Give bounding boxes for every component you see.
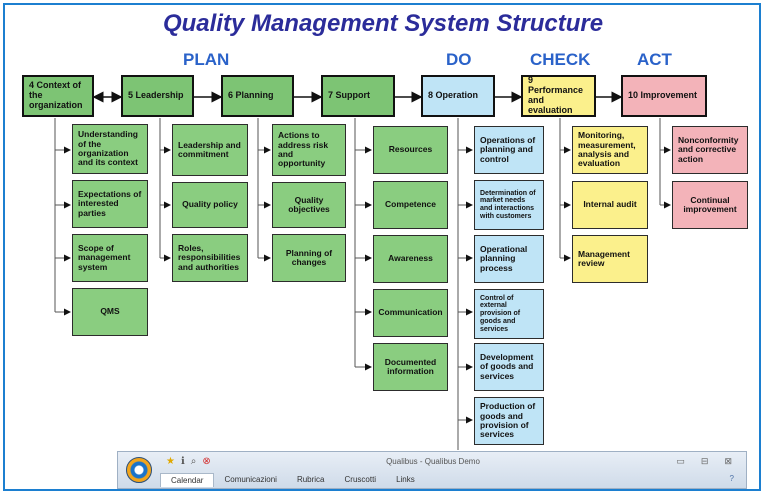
tab-rubrica[interactable]: Rubrica (296, 475, 325, 484)
ribbon-tabs: Calendar Comunicazioni Rubrica Cruscotti… (160, 473, 425, 487)
box-nonconformity: Nonconformity and corrective action (672, 126, 748, 174)
box-competence: Competence (373, 181, 448, 229)
box-context-expectations: Expectations of interested parties (72, 180, 148, 228)
box-resources: Resources (373, 126, 448, 174)
box-production: Production of goods and provision of ser… (474, 397, 544, 445)
box-improvement: 10 Improvement (621, 75, 707, 117)
close-button[interactable]: ⊠ (724, 456, 732, 466)
tab-links[interactable]: Links (396, 475, 415, 484)
maximize-button[interactable]: ⊟ (700, 456, 709, 466)
box-management-review: Management review (572, 235, 648, 283)
window-title: Qualibus - Qualibus Demo (386, 457, 480, 466)
box-external-provision: Control of external provision of goods a… (474, 289, 544, 339)
box-leadership: 5 Leadership (121, 75, 194, 117)
diagram-title: Quality Management System Structure (162, 10, 604, 37)
quick-access-toolbar: ★ ℹ ⌕ ⊗ (166, 456, 211, 467)
box-internal-audit: Internal audit (572, 181, 648, 229)
box-context: 4 Context of the organization (22, 75, 94, 117)
box-support: 7 Support (321, 75, 395, 117)
box-continual-improvement: Continual improvement (672, 181, 748, 229)
close-circle-icon[interactable]: ⊗ (202, 456, 211, 467)
minimize-button[interactable]: ▭ (676, 456, 685, 466)
box-quality-policy: Quality policy (172, 182, 248, 228)
box-context-scope: Scope of management system (72, 234, 148, 282)
window-controls: ▭ ⊟ ⊠ (676, 456, 732, 467)
app-window-bar: ★ ℹ ⌕ ⊗ Qualibus - Qualibus Demo ▭ ⊟ ⊠ C… (117, 451, 747, 489)
app-orb-icon[interactable] (126, 457, 152, 483)
info-icon[interactable]: ℹ (180, 456, 185, 467)
box-operation: 8 Operation (421, 75, 495, 117)
box-quality-objectives: Quality objectives (272, 182, 346, 228)
box-roles: Roles, responsibilities and authorities (172, 234, 248, 282)
box-monitoring: Monitoring, measurement, analysis and ev… (572, 126, 648, 174)
tab-comunicazioni[interactable]: Comunicazioni (224, 475, 277, 484)
box-awareness: Awareness (373, 235, 448, 283)
phase-check: CHECK (530, 50, 591, 69)
box-documented-info: Documented information (373, 343, 448, 391)
box-planning: 6 Planning (221, 75, 294, 117)
slide-frame (3, 3, 761, 491)
box-operational-process: Operational planning process (474, 235, 544, 283)
search-icon[interactable]: ⌕ (190, 456, 197, 467)
star-icon[interactable]: ★ (166, 456, 175, 467)
box-planning-changes: Planning of changes (272, 234, 346, 282)
box-operations-planning: Operations of planning and control (474, 126, 544, 174)
phase-do: DO (446, 50, 472, 69)
box-leadership-commitment: Leadership and commitment (172, 124, 248, 176)
box-communication: Communication (373, 289, 448, 337)
tab-calendar[interactable]: Calendar (160, 473, 215, 487)
box-context-qms: QMS (72, 288, 148, 336)
box-market-needs: Determination of market needs and intera… (474, 180, 544, 230)
box-context-understanding: Understanding of the organization and it… (72, 124, 148, 174)
help-icon[interactable]: ? (729, 474, 734, 483)
box-development: Development of goods and services (474, 343, 544, 391)
phase-act: ACT (637, 50, 672, 69)
phase-plan: PLAN (183, 50, 230, 69)
box-performance: 9 Performance and evaluation (521, 75, 596, 117)
tab-cruscotti[interactable]: Cruscotti (344, 475, 377, 484)
box-actions-risk: Actions to address risk and opportunity (272, 124, 346, 176)
